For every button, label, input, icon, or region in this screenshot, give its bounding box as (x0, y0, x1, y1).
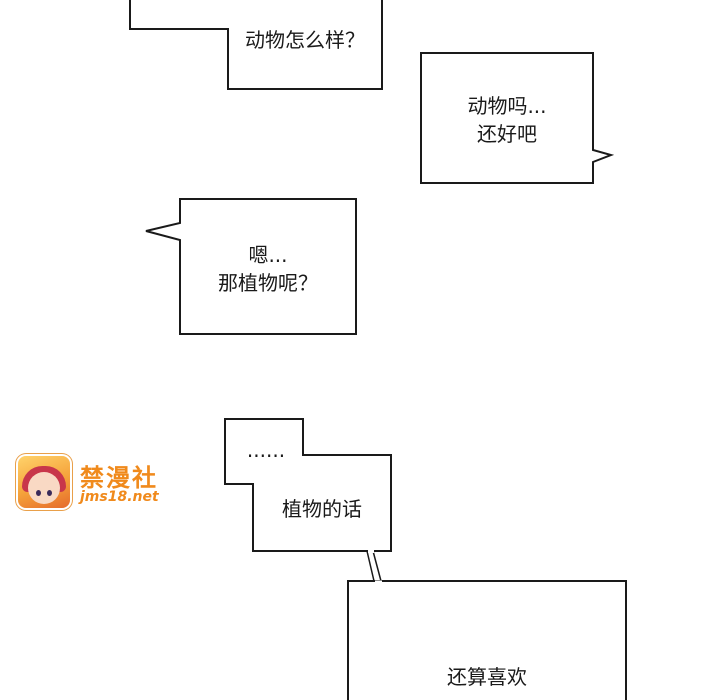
speech-bubble-2-outline (420, 52, 615, 184)
speech-bubble-2-text: 动物吗... 还好吧 (421, 92, 593, 148)
anime-girl-logo-icon (18, 456, 70, 508)
bubble-1-line-1: 动物怎么样？ (245, 28, 365, 52)
speech-bubble-4-line-2: 植物的话 (282, 497, 362, 521)
speech-bubble-5-outline (347, 580, 627, 700)
bubble-2-line-2: 还好吧 (477, 122, 537, 146)
speech-bubble-4-outline (224, 418, 392, 552)
speech-bubble-4-line-1: ...... (246, 438, 286, 462)
site-watermark: 禁漫社 jms18.net (18, 456, 168, 510)
bubble-3-line-2: 那植物呢？ (218, 271, 318, 295)
speech-bubble-3-text: 嗯... 那植物呢？ (180, 241, 356, 297)
watermark-url: jms18.net (80, 489, 159, 505)
speech-bubble-3-outline (145, 198, 357, 335)
watermark-title: 禁漫社 (80, 464, 158, 492)
bubble-2-line-1: 动物吗... (467, 94, 547, 118)
bubble-connector (366, 550, 382, 582)
bubble-3-line-1: 嗯... (248, 243, 288, 267)
speech-bubble-1-text: 动物怎么样？ (232, 26, 378, 54)
bubble-5-line-1: 还算喜欢 (447, 665, 527, 689)
speech-bubble-1-outline (129, 0, 383, 90)
speech-bubble-5-text: 还算喜欢 (348, 663, 626, 691)
